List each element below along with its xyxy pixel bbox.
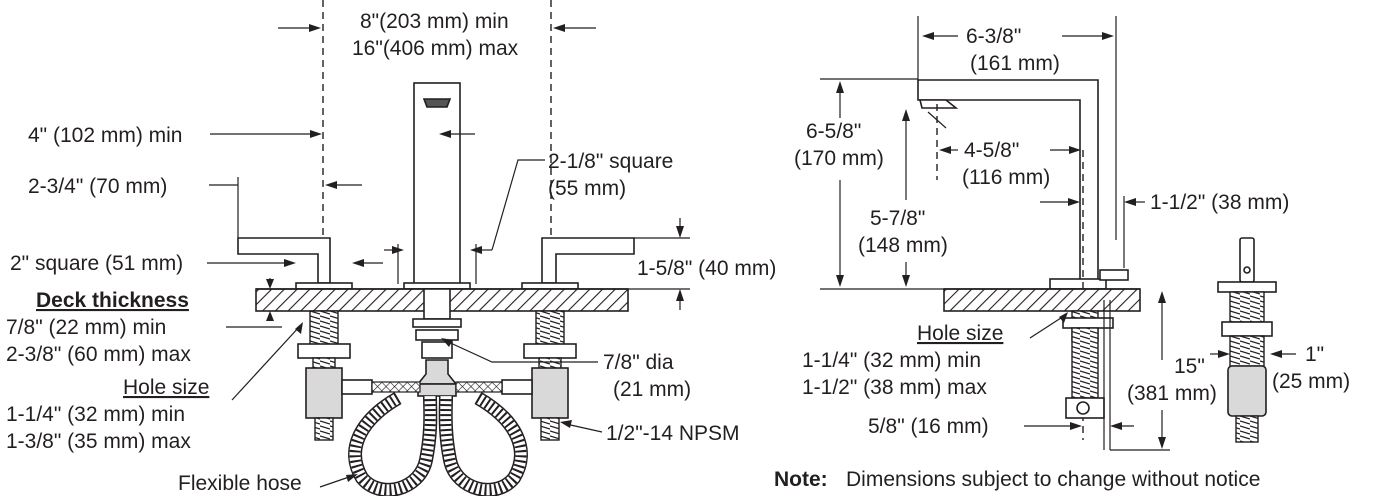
spout-square-label-2: (55 mm): [548, 177, 626, 200]
side-hole-size-title: Hole size: [917, 322, 1003, 345]
total-height-label-2: (381 mm): [1127, 382, 1217, 405]
spread-min-label: 8"(203 mm) min: [360, 10, 509, 33]
spout-connector: [421, 341, 453, 359]
tee-base: [417, 383, 457, 397]
shank-dia-label-2: (21 mm): [613, 378, 691, 401]
outlet-height-label-1: 5-7/8": [870, 207, 925, 230]
left-valve-shank: [309, 310, 339, 348]
right-valve-tail: [540, 417, 560, 441]
side-base: [1049, 278, 1107, 290]
reach-label-1: 6-3/8": [966, 25, 1021, 48]
outlet-height-label-2: (148 mm): [858, 234, 948, 257]
handle-reach-label: 2-3/4" (70 mm): [28, 175, 167, 198]
tee-fitting: [416, 359, 458, 385]
labels: 8"(203 mm) min 16"(406 mm) max 4" (102 m…: [6, 10, 1350, 495]
right-valve-shank: [535, 310, 565, 348]
handle-height-label: 1-5/8" (40 mm): [637, 257, 776, 280]
deck-thickness-title: Deck thickness: [36, 289, 189, 312]
deck-max-label: 2-3/8" (60 mm) max: [6, 343, 191, 366]
shank-dia-label-1: 7/8" dia: [603, 351, 674, 374]
drain-dia-label-2: (25 mm): [1272, 370, 1350, 393]
right-cross-hose: [455, 381, 503, 393]
spout-base: [403, 282, 471, 290]
height-label-1: 6-5/8": [806, 120, 861, 143]
side-valve-body: [1071, 327, 1099, 399]
left-handle-base: [295, 282, 353, 290]
flexible-hose-label: Flexible hose: [178, 472, 302, 495]
right-hose-fitting: [501, 379, 533, 395]
aerator-reach-label-1: 4-5/8": [964, 139, 1019, 162]
drain-dia-label-1: 1": [1305, 343, 1324, 366]
drain-flange: [1217, 281, 1277, 293]
drain-nut: [1221, 321, 1273, 337]
deck-min-label: 7/8" (22 mm) min: [6, 316, 166, 339]
height-label-2: (170 mm): [794, 147, 884, 170]
drain-cap: [1239, 237, 1255, 283]
right-valve-body: [531, 367, 569, 419]
left-valve-nut: [297, 343, 351, 359]
drain-tail: [1235, 415, 1259, 443]
side-hole-min-label: 1-1/4" (32 mm) min: [802, 349, 981, 372]
front-view: [207, 0, 690, 496]
spout-nut: [415, 329, 459, 341]
front-hole-size-title: Hole size: [123, 376, 209, 399]
thread-label: 1/2"-14 NPSM: [606, 422, 740, 445]
spout-washer: [412, 318, 462, 328]
base-offset-label: 1-1/2" (38 mm): [1150, 191, 1289, 214]
drain-shank-top: [1229, 291, 1265, 323]
reach-label-2: (161 mm): [970, 52, 1060, 75]
front-hole-min-label: 1-1/4" (32 mm) min: [6, 403, 185, 426]
side-aerator: [918, 99, 959, 109]
note-text: Dimensions subject to change without not…: [846, 468, 1260, 491]
drain-shank: [1229, 335, 1265, 367]
left-cross-hose: [371, 381, 421, 393]
left-valve-tail: [314, 417, 334, 441]
note-label: Note:: [774, 468, 828, 491]
total-height-label-1: 15": [1174, 355, 1205, 378]
right-handle: [541, 237, 635, 284]
base-square-label: 2" square (51 mm): [10, 252, 183, 275]
drain-view: [1210, 237, 1296, 443]
front-hole-max-label: 1-3/8" (35 mm) max: [6, 430, 191, 453]
side-lift-rod-knob: [1099, 269, 1129, 281]
spread-max-label: 16"(406 mm) max: [352, 37, 519, 60]
aerator-reach-label-2: (116 mm): [962, 166, 1050, 189]
side-valve-nut: [1062, 317, 1114, 329]
side-view: [820, 16, 1170, 451]
right-valve-nut: [523, 343, 577, 359]
spout-square-label-1: 2-1/8" square: [548, 150, 673, 173]
left-valve-body: [305, 367, 343, 419]
aerator: [422, 98, 452, 108]
spout-body: [413, 82, 461, 286]
right-handle-base: [521, 282, 579, 290]
lift-rod-label: 5/8" (16 mm): [868, 415, 989, 438]
left-hose-fitting: [341, 379, 373, 395]
drain-body: [1227, 365, 1267, 417]
handle-min-label: 4" (102 mm) min: [28, 124, 183, 147]
spout-shank: [423, 288, 451, 320]
side-hole-max-label: 1-1/2" (38 mm) max: [802, 376, 987, 399]
